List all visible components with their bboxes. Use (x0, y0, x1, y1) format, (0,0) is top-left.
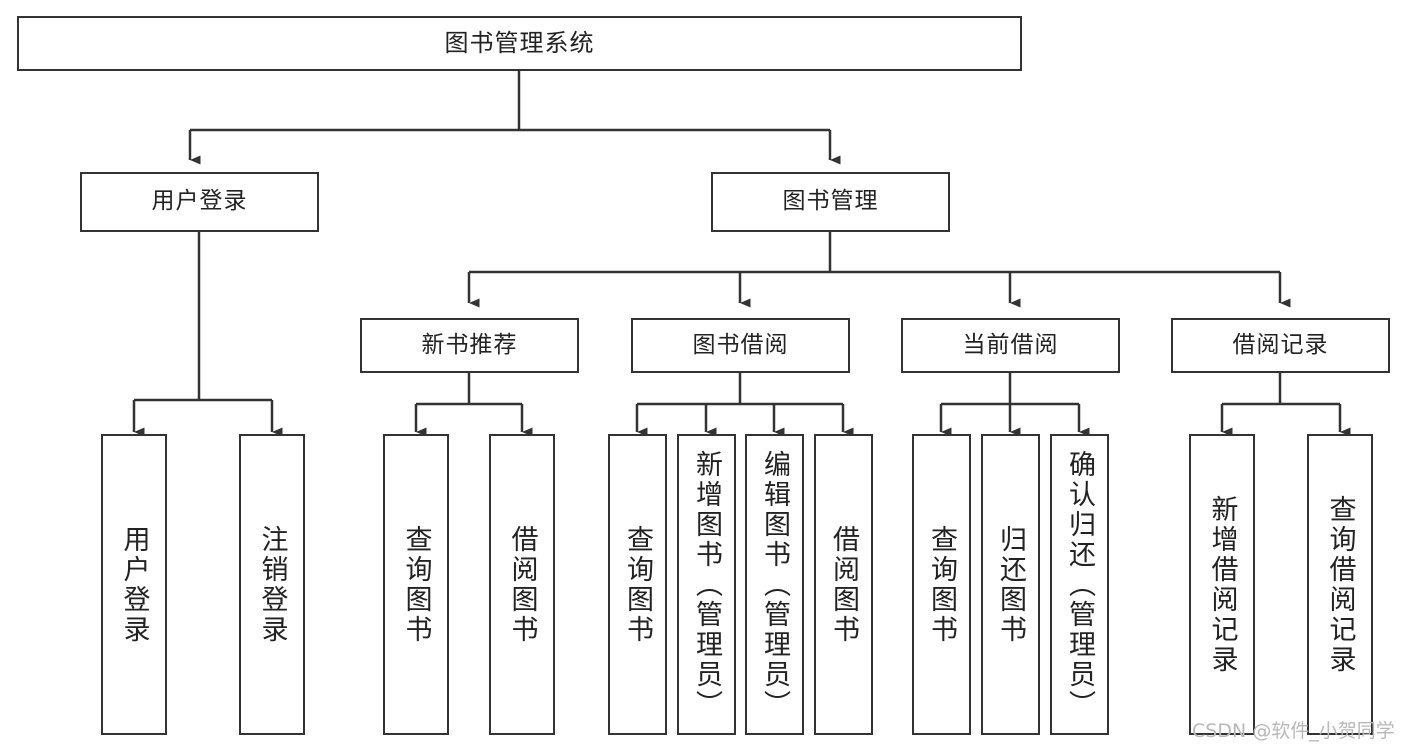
node-leaf-currentborrow-query-label: 查询图书 (926, 524, 957, 645)
node-root-label: 图书管理系统 (444, 29, 595, 58)
node-leaf-newbook-query-label: 查询图书 (400, 524, 432, 645)
csdn-watermark: CSDN @软件_小贺同学 (1192, 720, 1395, 742)
node-leaf-bookborrow-query[interactable]: 查询图书 (608, 434, 667, 735)
node-borrow-record-label: 借阅记录 (1232, 331, 1329, 358)
node-leaf-currentborrow-query[interactable]: 查询图书 (912, 434, 971, 735)
node-leaf-currentborrow-return[interactable]: 归还图书 (981, 434, 1040, 735)
node-leaf-bookborrow-edit-label: 编辑图书（管理员） (759, 449, 790, 720)
node-new-book-rec[interactable]: 新书推荐 (360, 318, 579, 373)
node-borrow-record[interactable]: 借阅记录 (1171, 318, 1390, 373)
node-root[interactable]: 图书管理系统 (17, 16, 1022, 71)
node-leaf-bookborrow-edit[interactable]: 编辑图书（管理员） (745, 434, 804, 735)
node-leaf-newbook-query[interactable]: 查询图书 (383, 434, 449, 735)
node-leaf-bookborrow-query-label: 查询图书 (622, 524, 653, 645)
node-book-manage-label: 图书管理 (782, 188, 879, 215)
node-leaf-record-query-label: 查询借阅记录 (1324, 494, 1356, 675)
node-current-borrow[interactable]: 当前借阅 (901, 318, 1120, 373)
node-leaf-record-query[interactable]: 查询借阅记录 (1307, 434, 1373, 735)
node-leaf-currentborrow-confirm[interactable]: 确认归还（管理员） (1050, 434, 1109, 735)
node-leaf-user-login-label: 用户登录 (118, 524, 150, 645)
node-leaf-bookborrow-borrow[interactable]: 借阅图书 (814, 434, 873, 735)
node-leaf-logout[interactable]: 注销登录 (239, 434, 305, 735)
node-leaf-newbook-borrow[interactable]: 借阅图书 (489, 434, 555, 735)
node-user-login[interactable]: 用户登录 (80, 172, 319, 232)
node-leaf-bookborrow-borrow-label: 借阅图书 (828, 524, 859, 645)
node-current-borrow-label: 当前借阅 (962, 331, 1059, 358)
node-leaf-currentborrow-confirm-label: 确认归还（管理员） (1064, 449, 1095, 720)
node-leaf-user-login[interactable]: 用户登录 (101, 434, 167, 735)
node-new-book-rec-label: 新书推荐 (421, 331, 518, 358)
node-leaf-logout-label: 注销登录 (256, 524, 288, 645)
node-leaf-newbook-borrow-label: 借阅图书 (506, 524, 538, 645)
node-book-borrow-label: 图书借阅 (692, 331, 789, 358)
node-leaf-record-add[interactable]: 新增借阅记录 (1189, 434, 1255, 735)
node-leaf-record-add-label: 新增借阅记录 (1206, 494, 1238, 675)
node-leaf-bookborrow-add-label: 新增图书（管理员） (691, 449, 722, 720)
node-book-manage[interactable]: 图书管理 (711, 172, 950, 232)
node-leaf-currentborrow-return-label: 归还图书 (995, 524, 1026, 645)
node-leaf-bookborrow-add[interactable]: 新增图书（管理员） (677, 434, 736, 735)
node-book-borrow[interactable]: 图书借阅 (631, 318, 850, 373)
node-user-login-label: 用户登录 (151, 188, 248, 215)
